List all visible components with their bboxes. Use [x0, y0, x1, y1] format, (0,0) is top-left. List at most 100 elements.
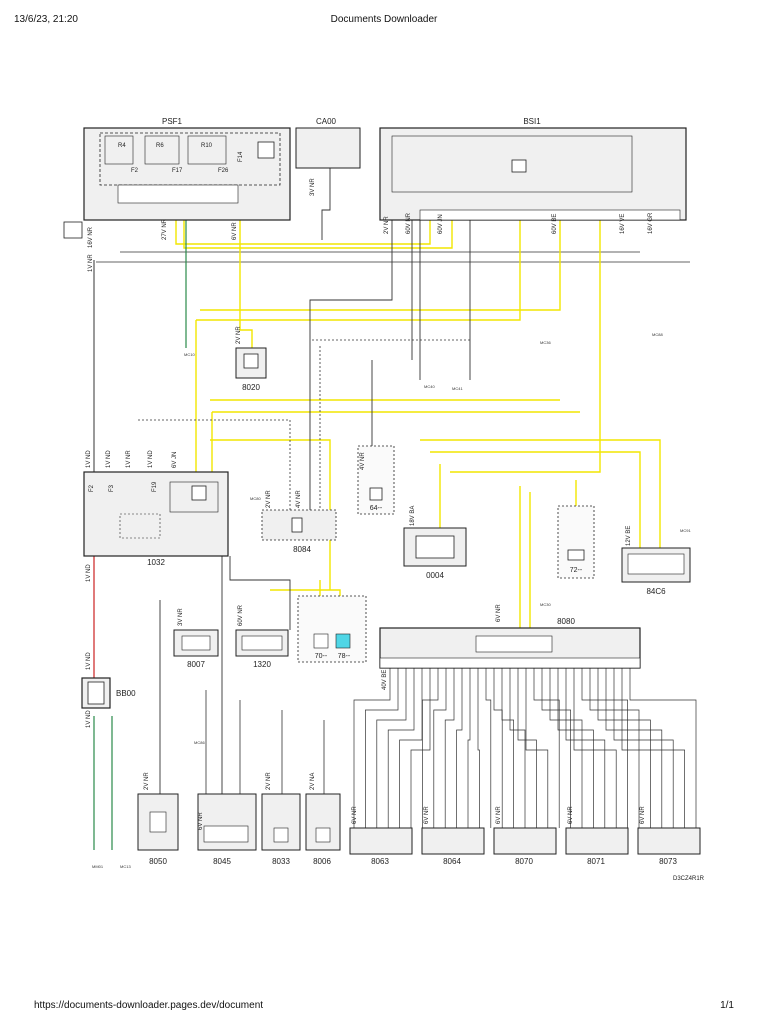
- wire-yellow-2: [183, 220, 453, 249]
- wire-harness-9: [456, 668, 463, 828]
- c1032-connector-d: 1V ND: [148, 450, 154, 468]
- c8063-label: 8063: [371, 857, 389, 866]
- c8045-icon: [203, 825, 249, 843]
- c8006-connector: 2V NA: [310, 773, 316, 790]
- psf1-label: PSF1: [162, 117, 183, 126]
- bb00-label: BB00: [116, 689, 136, 698]
- c8063-connector: 6V NR: [352, 806, 358, 824]
- psf1-relay-r4: [104, 135, 134, 165]
- wire-yellow-4: [196, 220, 521, 321]
- fuse-f17-label: F17: [172, 168, 183, 174]
- ground-mc80: MC80: [250, 496, 261, 501]
- bb00-connector-top: 1V ND: [86, 652, 92, 670]
- fuse-f3-label: F3: [109, 484, 115, 492]
- wire-yellow-12: [420, 439, 661, 548]
- c72-box: [557, 505, 595, 579]
- ground-mc13: MC13: [120, 864, 131, 869]
- c64-icon: [369, 487, 383, 501]
- ground-mc10: MC10: [184, 352, 195, 357]
- c8033-connector: 2V NR: [266, 772, 272, 790]
- bsi1-connector-60v-be: 60V BE: [552, 214, 558, 234]
- wire-harness-10: [467, 668, 471, 828]
- c8007-connector: 3V NR: [178, 608, 184, 626]
- wire-harness-28: [613, 668, 674, 828]
- c8020-icon: [243, 353, 259, 369]
- wire-harness-21: [557, 668, 594, 828]
- ground-mc36: MC36: [540, 340, 551, 345]
- wire-harness-22: [565, 668, 606, 828]
- wire-yellow-13: [430, 451, 641, 548]
- c8064-connector: 6V NR: [424, 806, 430, 824]
- c8050-label: 8050: [149, 857, 167, 866]
- header-title: Documents Downloader: [330, 14, 438, 25]
- c64-label: 64--: [370, 505, 383, 512]
- c8063-box: [349, 827, 413, 855]
- ca00-box: [295, 127, 361, 169]
- c8033-label: 8033: [272, 857, 290, 866]
- c70-icon: [313, 633, 329, 649]
- c1032-connector-bottom: 1V ND: [86, 564, 92, 582]
- wire-harness-25: [589, 668, 640, 828]
- c8033-icon: [273, 827, 289, 843]
- c8045-label: 8045: [213, 857, 231, 866]
- wire-harness-27: [605, 668, 663, 828]
- ground-mc86: MC86: [194, 740, 205, 745]
- c8007-icon: [181, 635, 211, 651]
- wire-harness-11: [477, 668, 480, 828]
- c8084-icon: [291, 517, 303, 533]
- c8020-label: 8020: [242, 383, 260, 392]
- fuse-r10-label: R10: [201, 143, 213, 149]
- c8064-box: [421, 827, 485, 855]
- wire-harness-3: [387, 668, 415, 828]
- c1032-module: [191, 485, 207, 501]
- fuse-f14-label: F14: [238, 151, 244, 162]
- c8020-connector: 2V NR: [236, 326, 242, 344]
- c8070-box: [493, 827, 557, 855]
- wire-harness-0: [353, 668, 391, 828]
- c64-box: [357, 445, 395, 515]
- c8073-connector: 6V NR: [640, 806, 646, 824]
- wire-dashed-1: [138, 419, 291, 510]
- left-module: [63, 221, 83, 239]
- bsi1-connector-60v-nr: 60V NR: [406, 212, 412, 234]
- ground-mc40: MC40: [424, 384, 435, 389]
- c8070-connector: 6V NR: [496, 806, 502, 824]
- wire-harness-14: [501, 668, 514, 828]
- wire-harness-15: [509, 668, 526, 828]
- psf1-box: [83, 127, 291, 221]
- wire-black-8: [229, 556, 291, 630]
- fuse-f2b-label: F2: [89, 484, 95, 492]
- c1032-connector-c: 1V NR: [126, 450, 132, 468]
- c70-78-box: [297, 595, 367, 663]
- bsi1-connector-60v-jn: 60V JN: [438, 214, 444, 234]
- fuse-r4-label: R4: [118, 143, 126, 149]
- c1320-connector: 60V NR: [238, 604, 244, 626]
- wire-harness-2: [376, 668, 407, 828]
- c8084-label: 8084: [293, 545, 311, 554]
- c8007-label: 8007: [187, 660, 205, 669]
- wire-harness-1: [365, 668, 399, 828]
- c1032-label: 1032: [147, 558, 165, 567]
- wire-harness-13: [493, 668, 503, 828]
- wire-harness-6: [422, 668, 439, 828]
- bsi1-label: BSI1: [523, 117, 541, 126]
- c0004-connector: 18V BA: [410, 506, 416, 526]
- c1320-icon: [241, 635, 283, 651]
- fuse-r6-label: R6: [156, 143, 164, 149]
- c72-icon: [567, 549, 585, 561]
- bsi1-connector-16v-gr: 16V GR: [648, 212, 654, 234]
- ground-mc91: MC91: [680, 528, 691, 533]
- left-connector-1v: 1V NR: [88, 254, 94, 272]
- footer-url[interactable]: https://documents-downloader.pages.dev/d…: [34, 1000, 264, 1011]
- c8006-icon: [315, 827, 331, 843]
- c1032-connector-b: 1V ND: [106, 450, 112, 468]
- bsi1-connector-strip: [419, 209, 681, 221]
- wire-black-5: [321, 168, 331, 240]
- wire-yellow-1: [175, 220, 431, 245]
- wire-black-1: [309, 220, 393, 510]
- c1320-label: 1320: [253, 660, 271, 669]
- c78-icon: [335, 633, 351, 649]
- psf1-relay-r6: [144, 135, 180, 165]
- c8050-connector: 2V NR: [144, 772, 150, 790]
- c84c6-connector: 12V BE: [626, 526, 632, 546]
